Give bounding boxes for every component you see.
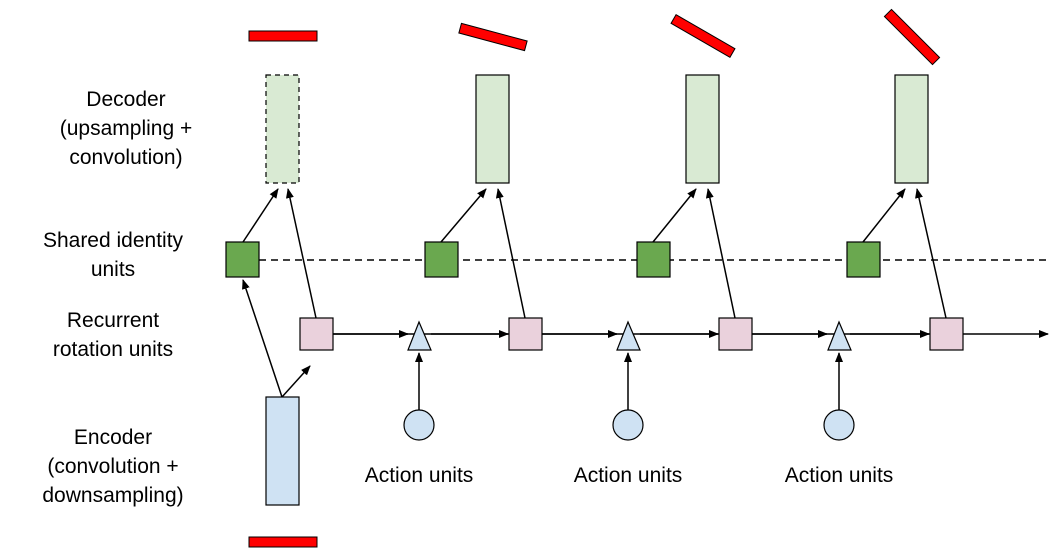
- svg-text:downsampling): downsampling): [42, 484, 183, 507]
- decoder-block-1: [265, 74, 300, 184]
- identity-unit-3: [636, 241, 671, 278]
- output-bar-1: [248, 30, 318, 42]
- action-unit-1: [403, 409, 435, 441]
- shared-identity-label: Shared identity units: [43, 229, 184, 281]
- svg-text:Shared identity: Shared identity: [43, 229, 184, 252]
- rotation-to-decoder-arrow-2: [495, 188, 526, 319]
- action-units-label-2: Action units: [574, 464, 683, 487]
- svg-text:rotation units: rotation units: [53, 338, 173, 361]
- identity-to-decoder-arrow-2: [440, 188, 487, 243]
- identity-to-decoder-arrow-1: [242, 188, 279, 243]
- svg-text:(upsampling +: (upsampling +: [60, 117, 193, 140]
- svg-text:convolution): convolution): [69, 146, 182, 169]
- svg-text:Recurrent: Recurrent: [67, 309, 159, 332]
- bottom-input-bar: [248, 536, 318, 548]
- encoder-block: [265, 396, 300, 506]
- action-units-label-3: Action units: [785, 464, 894, 487]
- svg-text:Decoder: Decoder: [86, 88, 165, 111]
- rotation-unit-3: [718, 317, 753, 351]
- decoder-block-3: [685, 74, 720, 184]
- action-merge-triangle-3: [827, 320, 852, 351]
- identity-unit-4: [846, 241, 881, 278]
- rotation-to-decoder-arrow-3: [705, 188, 736, 319]
- encoder-label: Encoder (convolution + downsampling): [42, 426, 183, 507]
- action-merge-triangle-1: [407, 320, 432, 351]
- svg-text:Encoder: Encoder: [74, 426, 152, 449]
- svg-text:(convolution +: (convolution +: [47, 455, 178, 478]
- recurrent-rotation-label: Recurrent rotation units: [53, 309, 173, 361]
- identity-unit-2: [424, 241, 459, 278]
- encoder-to-rotation-arrow: [281, 365, 311, 398]
- rotation-to-decoder-arrow-1: [286, 188, 317, 319]
- decoder-block-2: [475, 74, 510, 184]
- rotation-unit-1: [299, 317, 334, 351]
- decoder-label: Decoder (upsampling + convolution): [60, 88, 193, 169]
- output-bar-4: [883, 8, 941, 66]
- decoder-block-4: [894, 74, 929, 184]
- action-unit-3: [823, 409, 855, 441]
- action-merge-triangle-2: [616, 320, 641, 351]
- rotation-unit-2: [508, 317, 543, 351]
- action-unit-2: [612, 409, 644, 441]
- identity-to-decoder-arrow-4: [862, 188, 906, 243]
- output-bar-2: [458, 22, 528, 52]
- encoder-to-identity-arrow: [242, 279, 283, 398]
- rotation-unit-4: [929, 317, 964, 351]
- action-units-label-1: Action units: [365, 464, 474, 487]
- output-bar-3: [670, 13, 736, 59]
- identity-unit-1: [225, 241, 260, 278]
- svg-text:units: units: [91, 258, 135, 281]
- identity-to-decoder-arrow-3: [652, 188, 697, 243]
- rotation-to-decoder-arrow-4: [915, 188, 947, 319]
